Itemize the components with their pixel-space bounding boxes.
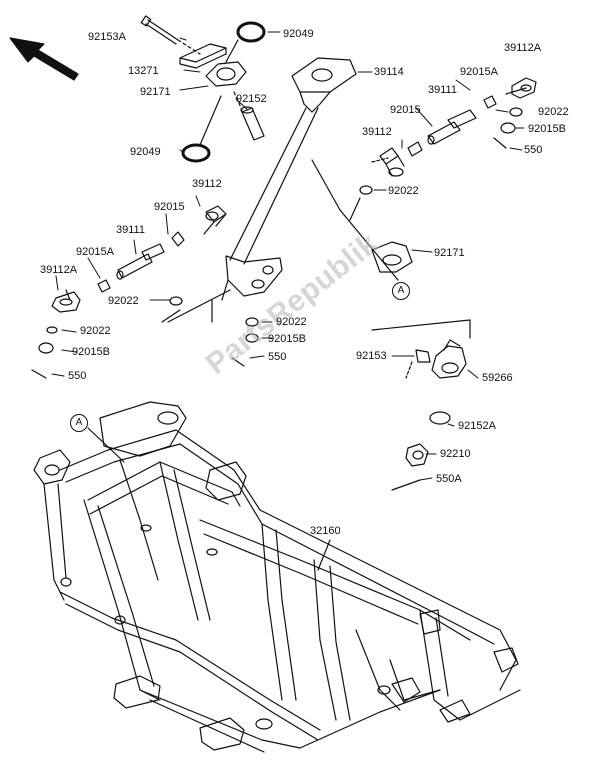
callout-a-left: A xyxy=(70,414,88,432)
label-92049-top: 92049 xyxy=(283,28,314,40)
label-92152A: 92152A xyxy=(458,420,496,432)
label-550-center: 550 xyxy=(268,351,287,363)
label-92022-leftmid: 92022 xyxy=(108,295,139,307)
label-92015B-right: 92015B xyxy=(528,123,566,135)
tie-rod-left xyxy=(31,205,259,379)
label-39112A-right: 39112A xyxy=(504,42,542,54)
label-92210: 92210 xyxy=(440,448,471,460)
label-92015A-right: 92015A xyxy=(460,66,498,78)
label-92022-right1: 92022 xyxy=(538,106,569,118)
label-39112-left: 39112 xyxy=(192,178,222,190)
label-39114: 39114 xyxy=(374,66,404,78)
label-92022-right2: 92022 xyxy=(388,185,419,197)
clamp-92171-top xyxy=(205,61,247,87)
label-59266: 59266 xyxy=(482,372,513,384)
main-frame-32160 xyxy=(33,401,521,753)
label-92022-center: 92022 xyxy=(276,316,307,328)
leader-lines xyxy=(51,31,525,481)
label-92015B-left: 92015B xyxy=(72,346,110,358)
label-550-right: 550 xyxy=(524,144,543,156)
label-92171-right: 92171 xyxy=(434,247,465,259)
label-92152: 92152 xyxy=(236,93,267,105)
label-13271: 13271 xyxy=(128,65,159,77)
clamp-92171-right xyxy=(371,241,413,273)
label-92153: 92153 xyxy=(356,350,387,362)
label-550-left: 550 xyxy=(68,370,87,382)
label-39112A-left: 39112A xyxy=(40,264,78,276)
label-39111-right: 39111 xyxy=(428,84,457,96)
label-39112-right: 39112 xyxy=(362,126,392,138)
label-92015-left: 92015 xyxy=(154,201,185,213)
label-39111-left: 39111 xyxy=(116,224,145,236)
tie-rod-right xyxy=(349,77,537,221)
plate-13271 xyxy=(179,43,227,63)
label-92153A: 92153A xyxy=(88,31,126,43)
label-550A: 550A xyxy=(436,473,462,485)
label-92015A-left: 92015A xyxy=(76,246,114,258)
label-92015-right: 92015 xyxy=(390,104,421,116)
steering-stem-39114 xyxy=(221,57,357,301)
label-32160: 32160 xyxy=(310,525,341,537)
bracket-59266 xyxy=(371,319,471,491)
bolt-92153A xyxy=(140,15,201,55)
callout-a-right: A xyxy=(392,282,410,300)
label-92049-mid: 92049 xyxy=(130,146,161,158)
label-92015B-center: 92015B xyxy=(268,333,306,345)
label-92022-left: 92022 xyxy=(80,325,111,337)
front-arrow-icon xyxy=(9,37,79,81)
label-92171-top: 92171 xyxy=(140,86,171,98)
